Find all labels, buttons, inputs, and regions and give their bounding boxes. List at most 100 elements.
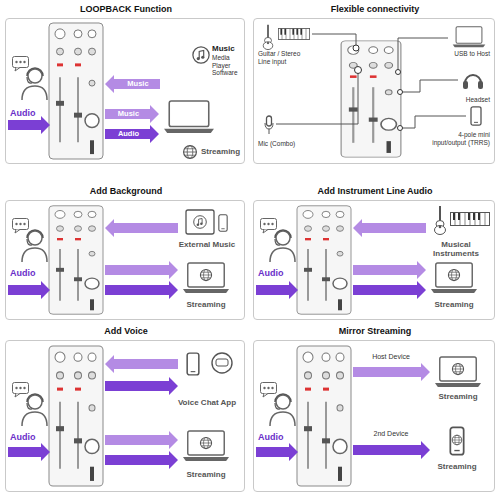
mixer <box>49 23 103 159</box>
panel-title: Add Instrument Line Audio <box>254 186 496 196</box>
signal-arrow <box>353 281 426 299</box>
mixer <box>297 206 351 314</box>
leader-line <box>276 70 358 124</box>
arrow-caption: Host Device <box>361 353 421 361</box>
app-name: Music <box>212 44 242 53</box>
person-icon <box>261 383 296 427</box>
device-caption: Streaming <box>428 300 480 309</box>
signal-arrow <box>105 281 178 299</box>
device-caption: Streaming <box>428 392 488 401</box>
device-caption: Musical Instruments <box>420 240 492 258</box>
audio-caption: Audio <box>258 268 298 278</box>
music-icon <box>193 47 209 63</box>
audio-caption: Audio <box>258 432 298 442</box>
device-caption: Streaming <box>427 462 487 471</box>
tablet-icon <box>186 210 214 234</box>
devices <box>164 25 489 461</box>
leader-line <box>402 116 466 128</box>
arrow-label: Audio <box>107 129 150 139</box>
feature-panel: Add VoiceAudioVoice Chat AppStreaming <box>5 340 245 492</box>
jacks <box>353 45 403 131</box>
port-caption: Headset <box>440 96 490 104</box>
panel-title: Add Voice <box>6 326 246 336</box>
mixer <box>297 346 351 486</box>
signal-arrow <box>105 219 178 237</box>
port-caption: Guitar / Stereo Line input <box>258 50 312 65</box>
signal-arrow <box>256 281 298 299</box>
mixer <box>49 206 103 314</box>
chat-icon <box>212 353 232 373</box>
signal-arrow <box>105 75 160 93</box>
feature-panel: Add BackgroundAudioExternal MusicStreami… <box>5 200 245 320</box>
signal-arrow <box>105 261 178 279</box>
chat-bubble <box>216 359 228 366</box>
signal-arrow <box>105 355 178 373</box>
signal-arrow <box>353 363 430 381</box>
signal-arrow <box>105 377 178 395</box>
leader-line <box>402 80 458 92</box>
phone-icon <box>450 427 463 454</box>
phone-icon <box>187 353 199 375</box>
mixers <box>49 23 401 486</box>
jack <box>353 45 359 51</box>
port-caption: Mic (Combo) <box>258 140 318 148</box>
music-icon <box>194 216 207 229</box>
guitar-icon <box>263 25 273 50</box>
signal-arrows <box>8 75 430 469</box>
jack <box>396 70 401 75</box>
mic-icon <box>265 116 273 134</box>
globe-icon <box>200 269 211 280</box>
guitar-icon <box>435 206 446 235</box>
phone-icon <box>219 215 227 231</box>
device-caption: Streaming <box>180 300 232 309</box>
globe-icon <box>452 363 463 374</box>
person-icon <box>13 383 48 427</box>
panel-title: Mirror Streaming <box>254 326 496 336</box>
signal-arrow <box>8 116 50 134</box>
port-caption: Media Player Software <box>212 54 242 77</box>
person-icon <box>261 219 296 263</box>
globe-icon <box>448 269 459 280</box>
keyboard-icon <box>278 28 309 39</box>
audio-caption: Audio <box>10 268 50 278</box>
laptop-icon <box>453 27 486 48</box>
globe-icon <box>184 146 197 159</box>
keyboard-icon <box>451 213 490 226</box>
laptop-icon <box>183 431 229 461</box>
arrow-label: Music <box>107 109 150 119</box>
laptop-icon <box>431 263 477 293</box>
jack <box>398 126 403 131</box>
feature-panel: Add Instrument Line AudioAudioMusical In… <box>253 200 495 320</box>
device-caption: External Music <box>172 240 242 249</box>
signal-arrow <box>105 125 159 143</box>
jack <box>398 90 403 95</box>
headset-icon <box>463 75 483 89</box>
laptop-icon <box>164 101 214 133</box>
signal-arrow <box>105 431 178 449</box>
port-caption: 4-pole mini input/output (TRRS) <box>425 131 490 146</box>
laptop-icon <box>183 263 229 293</box>
leader-line <box>398 38 448 70</box>
phone-icon <box>471 107 481 125</box>
panel-title: LOOPBACK Function <box>6 4 246 14</box>
signal-arrow <box>105 451 178 469</box>
panel-title: Add Background <box>6 186 246 196</box>
leader-lines <box>276 34 466 128</box>
globe-icon <box>200 437 211 448</box>
signal-arrow <box>8 443 50 461</box>
device-caption: Voice Chat App <box>170 398 244 407</box>
mixer <box>49 346 103 486</box>
device-caption: Streaming <box>201 147 244 156</box>
person-icon <box>13 57 48 101</box>
audio-caption: Audio <box>10 432 50 442</box>
audio-caption: Audio <box>10 108 50 118</box>
panel-title: Flexible connectivity <box>254 4 496 14</box>
mixer <box>341 41 401 157</box>
arrow-caption: 2nd Device <box>361 430 421 438</box>
signal-arrow <box>353 219 426 237</box>
feature-panel: Mirror StreamingAudioHost DeviceStreamin… <box>253 340 495 492</box>
signal-arrow <box>8 281 50 299</box>
jack <box>355 67 362 74</box>
